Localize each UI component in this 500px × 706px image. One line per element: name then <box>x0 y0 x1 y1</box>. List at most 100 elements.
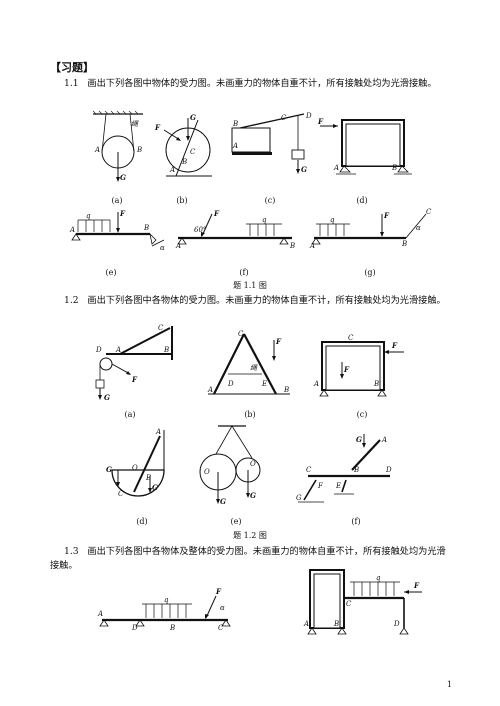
svg-text:G: G <box>190 113 196 122</box>
svg-text:G: G <box>301 165 307 174</box>
svg-text:B: B <box>232 120 238 128</box>
sublabel-d: (d) <box>356 196 368 205</box>
svg-text:C: C <box>426 208 432 216</box>
svg-text:C: C <box>218 624 224 632</box>
svg-text:A: A <box>333 164 339 172</box>
svg-text:F: F <box>343 365 350 374</box>
svg-text:A: A <box>313 380 319 388</box>
svg-text:G: G <box>152 483 158 492</box>
figure-1-2c: C F F A B <box>312 334 408 402</box>
svg-text:B: B <box>181 158 187 166</box>
svg-text:D: D <box>305 112 312 120</box>
sublabel-b: (b) <box>244 410 256 419</box>
svg-text:A: A <box>94 146 100 154</box>
svg-text:F: F <box>119 209 126 218</box>
svg-text:C: C <box>238 330 244 338</box>
svg-text:α: α <box>160 244 165 252</box>
svg-text:B: B <box>169 624 175 632</box>
svg-text:B: B <box>283 386 289 394</box>
svg-text:F: F <box>317 117 324 126</box>
problem-number: 1.2 <box>64 295 79 306</box>
svg-text:A: A <box>69 226 75 234</box>
problem-number: 1.3 <box>64 546 79 557</box>
sublabel-b: (b) <box>176 196 188 205</box>
page-number: 1 <box>446 680 452 689</box>
svg-text:E: E <box>335 482 341 490</box>
svg-text:C: C <box>348 334 354 342</box>
figure-1-1a: A B 绳 G <box>88 110 148 188</box>
svg-text:C: C <box>306 466 312 474</box>
svg-text:D: D <box>393 620 400 628</box>
svg-text:F: F <box>131 375 138 384</box>
figure-1-1d: F A B <box>316 114 412 178</box>
figure-1-2a: D A C B F G <box>92 324 180 402</box>
problem-number: 1.1 <box>64 78 79 89</box>
svg-text:O: O <box>132 464 138 472</box>
svg-text:B: B <box>289 242 295 250</box>
svg-text:F: F <box>317 482 324 490</box>
figure-caption-1-1: 题 1.1 图 <box>233 281 267 290</box>
sublabel-d: (d) <box>136 517 148 526</box>
svg-text:A: A <box>381 436 387 444</box>
svg-text:B: B <box>401 240 407 248</box>
problem-1-2-text: 1.2 画出下列各图中各物体的受力图。未画重力的物体自重不计，所有接触处均为光滑… <box>50 294 452 308</box>
svg-text:G: G <box>296 494 302 502</box>
svg-text:D: D <box>95 346 102 354</box>
sublabel-f: (f) <box>351 517 361 526</box>
svg-text:q: q <box>262 216 267 224</box>
svg-text:D: D <box>227 380 234 388</box>
svg-text:α: α <box>220 604 225 612</box>
svg-text:O: O <box>204 468 210 476</box>
svg-text:B: B <box>145 474 151 482</box>
svg-text:A: A <box>169 166 175 174</box>
svg-text:A: A <box>115 346 121 354</box>
svg-text:G: G <box>220 497 226 506</box>
svg-text:60°: 60° <box>194 226 206 234</box>
figure-1-2f: G A C B D F E G <box>294 430 402 506</box>
svg-text:A: A <box>207 386 213 394</box>
problem-statement: 画出下列各图中各物体及整体的受力图。未画重力的物体自重不计，所有接触处均为光滑接… <box>50 546 446 571</box>
problem-1-1-text: 1.1 画出下列各图中物体的受力图。未画重力的物体自重不计，所有接触处均为光滑接… <box>50 77 452 91</box>
svg-text:F: F <box>213 209 220 218</box>
svg-text:A: A <box>309 242 315 250</box>
svg-text:绳: 绳 <box>131 120 139 128</box>
svg-text:D: D <box>385 466 392 474</box>
svg-text:q: q <box>164 596 169 604</box>
svg-text:q: q <box>86 212 91 220</box>
svg-text:O: O <box>250 460 256 468</box>
svg-text:绳: 绳 <box>250 364 258 372</box>
svg-text:F: F <box>391 341 398 350</box>
svg-text:D: D <box>131 624 138 632</box>
svg-text:B: B <box>373 380 379 388</box>
svg-text:q: q <box>376 574 381 582</box>
svg-text:B: B <box>353 466 359 474</box>
svg-text:B: B <box>136 146 142 154</box>
problem-statement: 画出下列各图中各物体的受力图。未画重力的物体自重不计，所有接触处均为光滑接触。 <box>87 295 446 306</box>
svg-text:C: C <box>158 324 164 332</box>
figure-caption-1-2: 题 1.2 图 <box>233 531 267 540</box>
svg-text:B: B <box>163 346 169 354</box>
svg-text:G: G <box>120 173 126 182</box>
svg-text:G: G <box>104 393 110 402</box>
sublabel-a: (a) <box>124 410 136 419</box>
svg-text:E: E <box>261 380 267 388</box>
svg-text:B: B <box>391 164 397 172</box>
svg-text:C: C <box>281 114 287 122</box>
svg-text:F: F <box>383 211 390 220</box>
svg-text:G: G <box>356 435 362 444</box>
svg-text:F: F <box>215 587 222 596</box>
svg-text:q: q <box>330 216 335 224</box>
svg-text:A: A <box>303 620 309 628</box>
sublabel-c: (c) <box>356 410 368 419</box>
svg-text:C: C <box>118 490 124 498</box>
